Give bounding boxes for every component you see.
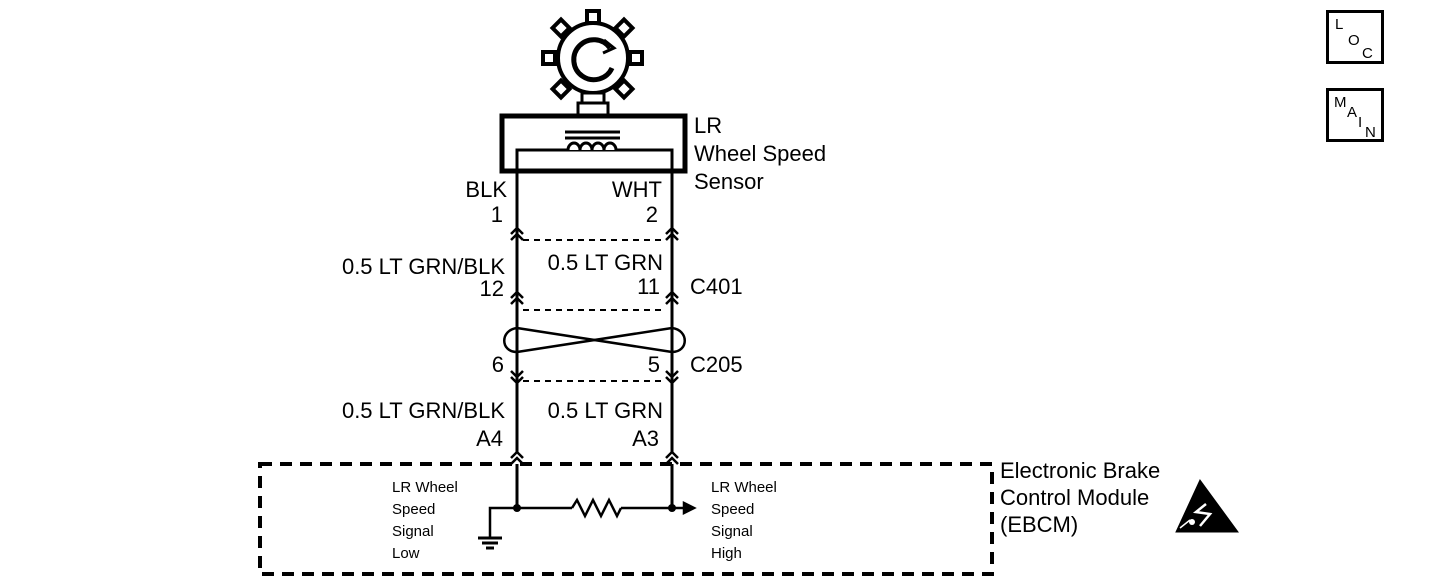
c401-connector-label: C401 <box>690 274 743 299</box>
upper-right-wire-label: 0.5 LT GRN <box>548 250 663 275</box>
ebcm-name-line-1: Electronic Brake <box>1000 458 1160 483</box>
loc-letter-c: C <box>1362 45 1373 62</box>
lower-right-wire-label: 0.5 LT GRN <box>548 398 663 423</box>
left-terminal-label: A4 <box>476 426 503 451</box>
lower-left-pin: 6 <box>492 352 504 377</box>
upper-left-wire-label: 0.5 LT GRN/BLK <box>342 254 505 279</box>
wire-lines <box>515 171 674 508</box>
pin2-number: 2 <box>646 202 658 227</box>
loc-button[interactable]: L O C <box>1326 10 1384 64</box>
loc-letter-o: O <box>1348 32 1360 49</box>
high-signal-line-2: Speed <box>711 501 754 518</box>
low-signal-line-3: Signal <box>392 523 434 540</box>
sensor-name-line-3: Sensor <box>694 169 764 194</box>
main-letter-a: A <box>1347 104 1358 121</box>
main-button[interactable]: M A I N <box>1326 88 1384 142</box>
c205-connector-label: C205 <box>690 352 743 377</box>
tone-wheel-icon <box>541 9 644 118</box>
pin2-color-label: WHT <box>612 177 662 202</box>
upper-right-pin: 11 <box>637 274 660 299</box>
ebcm-internal-circuit <box>488 497 697 538</box>
high-signal-line-3: Signal <box>711 523 753 540</box>
lower-left-wire-label: 0.5 LT GRN/BLK <box>342 398 505 423</box>
main-letter-n: N <box>1365 124 1376 141</box>
low-signal-line-4: Low <box>392 545 420 562</box>
pin1-number: 1 <box>491 202 503 227</box>
wheel-speed-sensor <box>499 113 688 174</box>
junction-dots <box>513 504 676 512</box>
esd-warning-icon <box>1175 479 1239 533</box>
sensor-name-line-2: Wheel Speed <box>694 141 826 166</box>
low-signal-line-2: Speed <box>392 501 435 518</box>
ground-icon <box>478 536 502 550</box>
right-terminal-label: A3 <box>632 426 659 451</box>
connector-outlines <box>523 239 666 382</box>
ebcm-name-line-3: (EBCM) <box>1000 512 1078 537</box>
upper-left-pin: 12 <box>480 276 504 301</box>
lower-right-pin: 5 <box>648 352 660 377</box>
twisted-pair <box>503 326 686 354</box>
ebcm-name-line-2: Control Module <box>1000 485 1149 510</box>
main-letter-m: M <box>1334 94 1347 111</box>
loc-letter-l: L <box>1335 16 1344 33</box>
sensor-name-line-1: LR <box>694 113 722 138</box>
ebcm-module-outline <box>258 462 994 576</box>
low-signal-line-1: LR Wheel <box>392 479 458 496</box>
high-signal-line-4: High <box>711 545 742 562</box>
pin1-color-label: BLK <box>465 177 507 202</box>
high-signal-line-1: LR Wheel <box>711 479 777 496</box>
main-letter-i: I <box>1358 114 1363 131</box>
